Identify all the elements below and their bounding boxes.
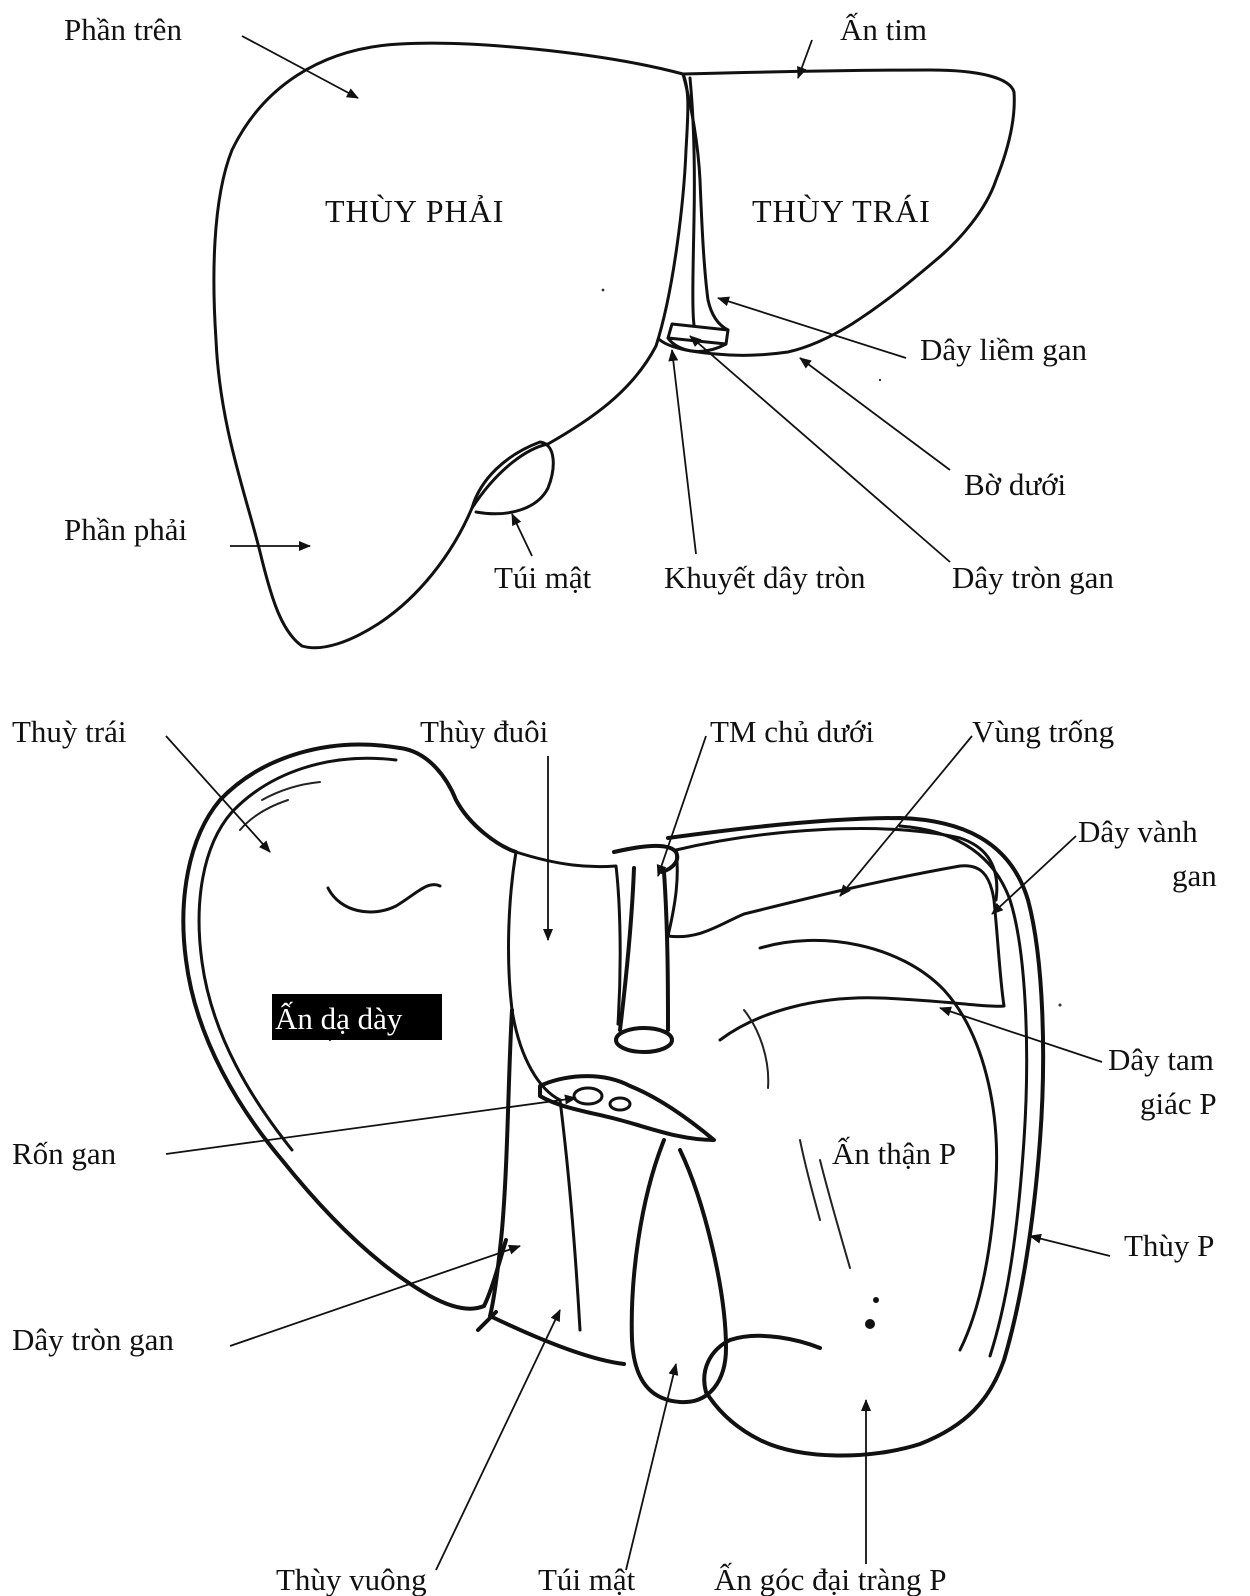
label-round-ligament-top: Dây tròn gan — [952, 560, 1114, 595]
inferior-vena-cava — [614, 846, 677, 1052]
bottom-liver-view — [183, 745, 1061, 1456]
label-round-ligament-notch: Khuyết dây tròn — [664, 560, 866, 595]
gallbladder-bottom — [632, 1140, 726, 1402]
right-lobe-outline — [214, 43, 688, 648]
label-heart-impression: Ấn tim — [840, 12, 927, 47]
label-round-ligament-bottom: Dây tròn gan — [12, 1322, 174, 1357]
top-left-lobe-label: THÙY TRÁI — [752, 193, 931, 229]
round-ligament-stump — [668, 324, 728, 351]
label-colic-impression: Ấn góc đại tràng P — [714, 1562, 946, 1596]
quadrate-lobe — [490, 1010, 624, 1364]
round-ligament-bottom — [478, 1240, 506, 1330]
label-upper-part: Phần trên — [64, 12, 182, 47]
label-left-lobe-bottom: Thuỳ trái — [12, 714, 127, 749]
porta-hepatis — [540, 1076, 714, 1140]
bottom-arrows — [166, 736, 1110, 1570]
label-right-lobe-bottom: Thùy P — [1124, 1228, 1214, 1263]
gallbladder-top — [472, 442, 553, 514]
caudate-lobe — [516, 852, 620, 1024]
label-triangular-ligament-2: giác P — [1140, 1086, 1217, 1121]
label-quadrate-lobe: Thùy vuông — [276, 1562, 427, 1596]
label-porta-hepatis: Rốn gan — [12, 1136, 117, 1171]
label-bare-area: Vùng trống — [972, 714, 1114, 749]
label-ivc: TM chủ dưới — [710, 714, 874, 749]
label-gastric-impression: Ấn dạ dày — [275, 1001, 403, 1036]
bare-area — [668, 850, 1004, 1006]
top-arrows — [230, 36, 950, 562]
label-gallbladder-top: Túi mật — [494, 560, 592, 595]
top-right-lobe-label: THÙY PHẢI — [325, 193, 504, 229]
label-inferior-border: Bờ dưới — [964, 467, 1067, 502]
label-gallbladder-bottom: Túi mật — [538, 1562, 636, 1596]
label-right-part: Phần phải — [64, 512, 188, 547]
falciform-ligament — [683, 74, 728, 330]
label-coronary-ligament-1: Dây vành — [1078, 814, 1198, 849]
label-triangular-ligament-1: Dây tam — [1108, 1042, 1214, 1077]
label-coronary-ligament-2: gan — [1172, 858, 1217, 893]
top-liver-view — [214, 43, 1014, 648]
label-caudate-lobe: Thùy đuôi — [420, 714, 549, 749]
label-falciform-ligament: Dây liềm gan — [920, 332, 1088, 367]
label-renal-impression: Ấn thận P — [832, 1136, 956, 1171]
